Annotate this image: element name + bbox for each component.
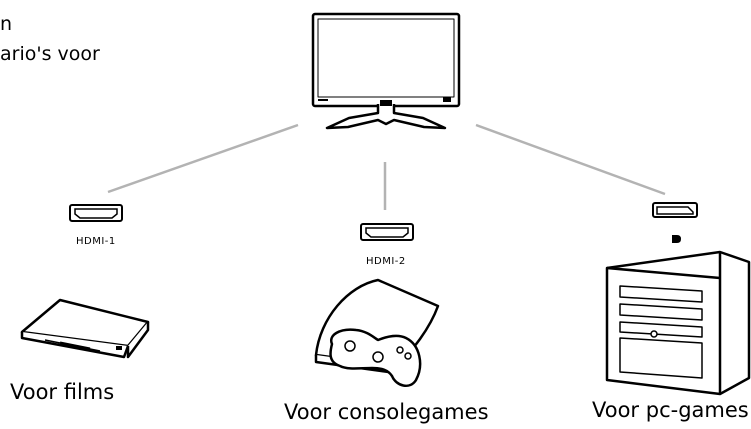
connector-lines [107, 123, 666, 210]
caption-films: Voor films [10, 380, 115, 404]
line-to-hdmi-1 [107, 123, 299, 194]
intro-text-line-1: n [0, 13, 13, 35]
hdmi-2-label: HDMI-2 [366, 256, 406, 267]
hdmi-port-icon-2 [360, 223, 414, 241]
intro-text-line-2: ario's voor [0, 43, 100, 65]
caption-consolegames: Voor consolegames [284, 400, 489, 424]
line-to-displayport [475, 123, 666, 196]
displayport-icon [652, 202, 698, 243]
monitor-icon [311, 12, 461, 130]
pc-tower-icon [605, 250, 751, 396]
hdmi-1-label: HDMI-1 [76, 236, 116, 247]
hdmi-port-icon-1 [69, 204, 123, 222]
game-console-icon [314, 278, 440, 388]
media-player-icon [20, 298, 150, 359]
caption-pc-games: Voor pc-games [592, 398, 749, 422]
